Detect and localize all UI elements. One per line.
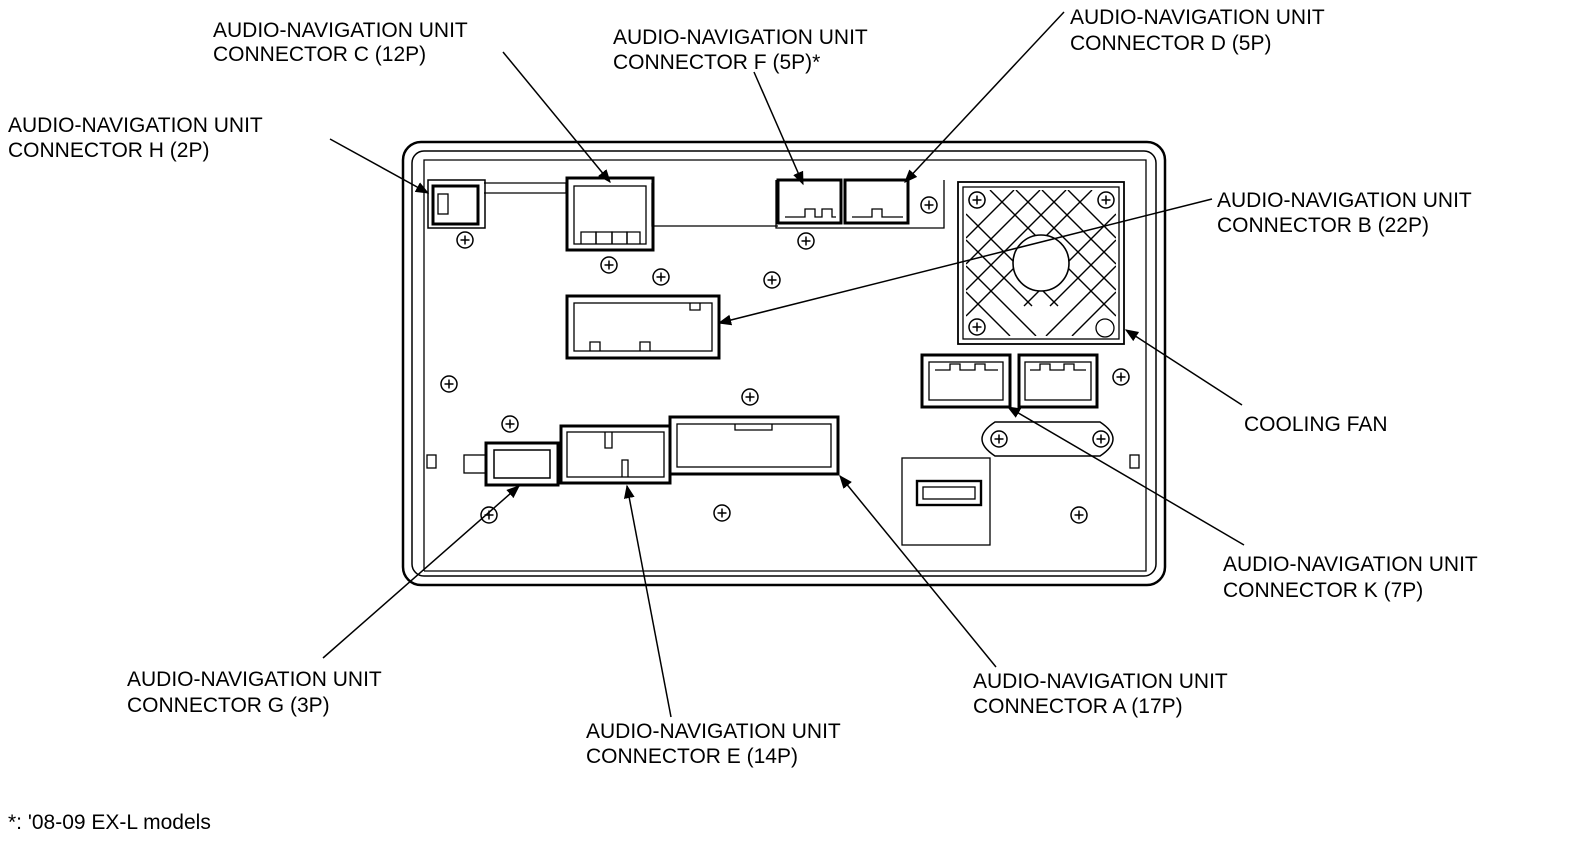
label-line-2: CONNECTOR A (17P): [973, 695, 1183, 718]
screw-icon: [920, 196, 938, 214]
screw-icon: [480, 506, 498, 524]
label-connector-b: AUDIO-NAVIGATION UNIT CONNECTOR B (22P): [1217, 189, 1472, 237]
connector-c: [565, 176, 655, 252]
screw-icon: [600, 256, 618, 274]
screw-icon: [1097, 191, 1115, 209]
label-line-2: CONNECTOR H (2P): [8, 139, 209, 162]
connector-f: [776, 178, 843, 225]
connector-d: [843, 178, 910, 225]
leader-line-fan: [1124, 329, 1243, 406]
label-connector-c: AUDIO-NAVIGATION UNIT CONNECTOR C (12P): [213, 19, 468, 66]
screw-icon: [968, 191, 986, 209]
label-cooling-fan: COOLING FAN: [1244, 413, 1388, 436]
screw-icon: [440, 375, 458, 393]
leader-line-b: [717, 198, 1213, 326]
label-line-2: CONNECTOR F (5P)*: [613, 51, 820, 74]
auxiliary-connector: [1017, 353, 1099, 409]
leader-line-e: [623, 484, 672, 718]
screw-icon: [501, 415, 519, 433]
label-connector-d: AUDIO-NAVIGATION UNIT CONNECTOR D (5P): [1070, 6, 1325, 55]
screw-icon: [741, 388, 759, 406]
screw-icon: [968, 318, 986, 336]
cooling-fan: [957, 181, 1125, 345]
screw-icon: [1112, 368, 1130, 386]
screw-icon: [990, 430, 1008, 448]
label-connector-g: AUDIO-NAVIGATION UNIT CONNECTOR G (3P): [127, 668, 382, 717]
screw-icon: [713, 504, 731, 522]
label-line-1: AUDIO-NAVIGATION UNIT: [1223, 553, 1478, 576]
label-line-2: CONNECTOR B (22P): [1217, 214, 1429, 237]
label-connector-f: AUDIO-NAVIGATION UNIT CONNECTOR F (5P)*: [613, 26, 868, 74]
label-line-2: CONNECTOR C (12P): [213, 43, 426, 66]
screw-icon: [1070, 506, 1088, 524]
label-connector-k: AUDIO-NAVIGATION UNIT CONNECTOR K (7P): [1223, 553, 1478, 602]
label-line-2: CONNECTOR E (14P): [586, 745, 798, 768]
screw-icon: [456, 231, 474, 249]
label-line-1: COOLING FAN: [1244, 413, 1388, 436]
leader-line-f: [753, 71, 804, 186]
connector-e: [559, 424, 672, 485]
label-line-2: CONNECTOR G (3P): [127, 694, 330, 717]
leader-line-k: [1006, 406, 1245, 546]
label-line-1: AUDIO-NAVIGATION UNIT: [613, 26, 868, 49]
label-line-1: AUDIO-NAVIGATION UNIT: [586, 720, 841, 743]
label-line-2: CONNECTOR K (7P): [1223, 579, 1423, 602]
leader-line-h: [329, 138, 430, 194]
label-line-2: CONNECTOR D (5P): [1070, 32, 1271, 55]
label-line-1: AUDIO-NAVIGATION UNIT: [8, 114, 263, 137]
connector-h: [427, 179, 486, 229]
connector-g: [463, 441, 560, 487]
mounting-plate: [981, 421, 1114, 457]
label-line-1: AUDIO-NAVIGATION UNIT: [1217, 189, 1472, 212]
leader-line-d: [904, 11, 1065, 183]
label-line-1: AUDIO-NAVIGATION UNIT: [213, 19, 468, 42]
screw-icon: [1092, 430, 1110, 448]
label-connector-h: AUDIO-NAVIGATION UNIT CONNECTOR H (2P): [8, 114, 263, 162]
label-line-1: AUDIO-NAVIGATION UNIT: [973, 670, 1228, 693]
connector-k: [920, 353, 1012, 409]
label-connector-a: AUDIO-NAVIGATION UNIT CONNECTOR A (17P): [973, 670, 1228, 718]
label-connector-e: AUDIO-NAVIGATION UNIT CONNECTOR E (14P): [586, 720, 841, 768]
usb-port: [901, 457, 991, 546]
screw-icon: [763, 271, 781, 289]
unit-housing: [401, 140, 1167, 587]
connector-a: [668, 415, 840, 476]
screw-icon: [797, 232, 815, 250]
footnote: *: '08-09 EX-L models: [8, 811, 211, 834]
screw-icon: [652, 268, 670, 286]
leader-line-a: [839, 474, 997, 668]
label-line-1: AUDIO-NAVIGATION UNIT: [127, 668, 382, 691]
leader-line-g: [322, 485, 521, 659]
connector-b: [565, 294, 721, 360]
leader-line-c: [502, 51, 611, 184]
label-line-1: AUDIO-NAVIGATION UNIT: [1070, 6, 1325, 29]
leader-lines: [322, 11, 1245, 718]
